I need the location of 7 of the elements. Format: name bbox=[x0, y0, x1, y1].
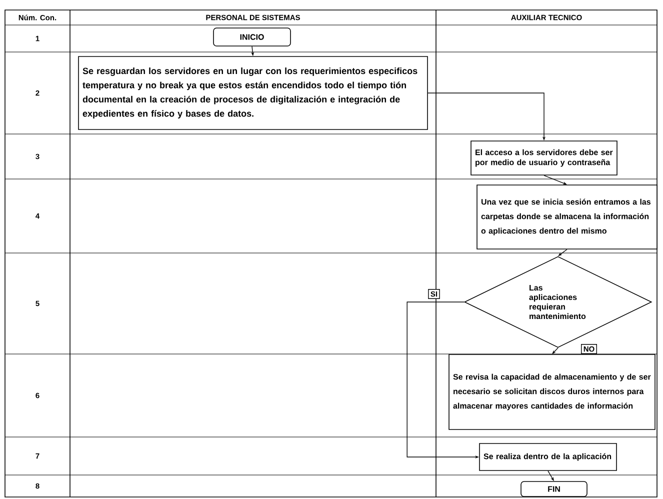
terminal-box: INICIO bbox=[213, 28, 291, 46]
process-box: Se realiza dentro de la aplicación bbox=[479, 443, 617, 471]
process-box: Se revisa la capacidad de almacenamiento y de ser necesario se solicitan discos duros internos para almacenar mayores cantidades de información bbox=[448, 354, 656, 430]
process-box: Una vez que se inicia sesión entramos a las carpetas donde se almacena la información o aplicaciones dentro del mismo bbox=[476, 184, 658, 250]
process-box: Se resguardan los servidores en un lugar con los requerimientos especificos temperatura y no break ya que estos están encendidos todo el tiempo tión documental en la creación de procesos de digitalización e integración de expedientes en físico y bases de datos. bbox=[78, 56, 428, 130]
process-box: El acceso a los servidores debe ser por medio de usuario y contraseña bbox=[470, 140, 618, 176]
terminal-box: FIN bbox=[520, 481, 588, 497]
